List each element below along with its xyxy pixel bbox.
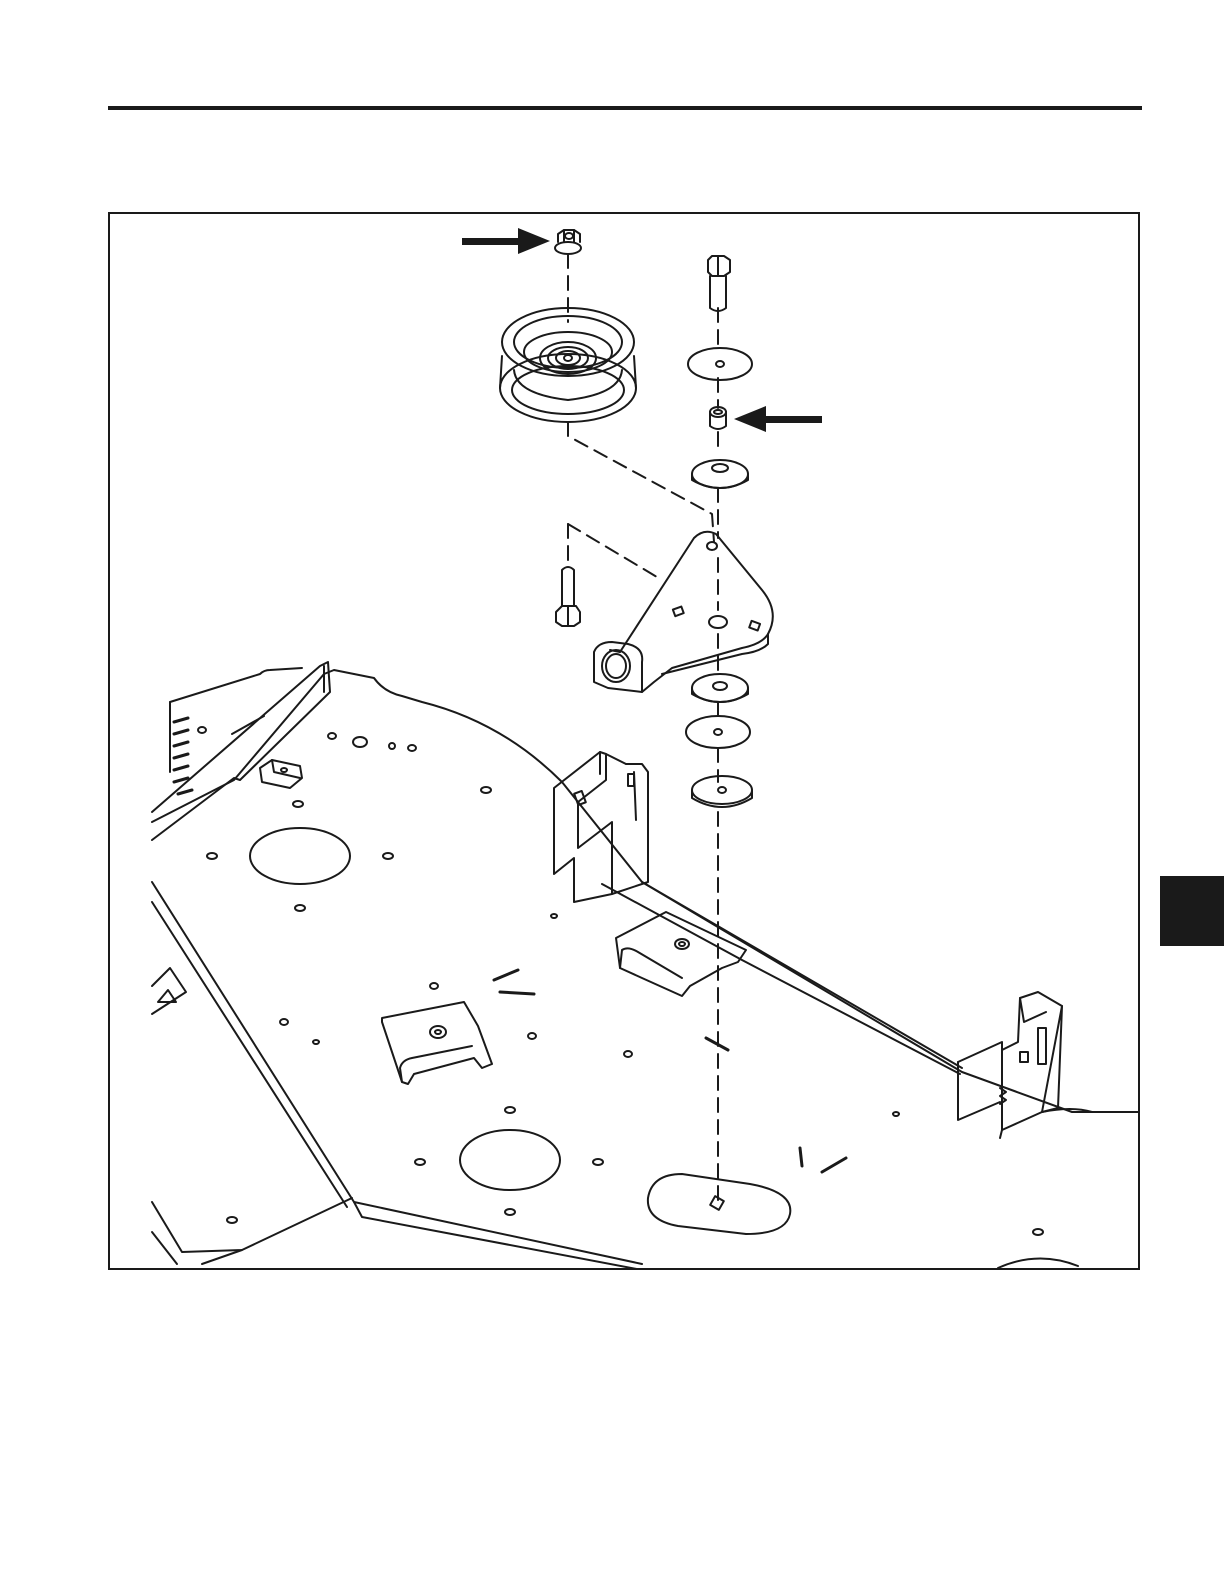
arrow-to-nut [462,228,550,254]
idler-arm-bracket [594,532,773,692]
arrow-to-spacer [734,406,822,432]
flat-washer [688,348,752,380]
exploded-diagram [110,214,1140,1268]
hex-flange-nut [555,230,581,254]
flat-washer [686,716,750,748]
spacer [710,407,726,429]
hex-bolt-pivot [556,567,580,626]
idler-pulley [500,308,636,422]
flat-washer [692,460,748,488]
hex-bolt-upper [708,256,730,311]
mower-deck [152,662,1140,1268]
flat-washer [692,776,752,807]
header-rule [108,106,1142,110]
section-tab [1160,876,1224,946]
figure-frame [108,212,1140,1270]
flat-washer [692,674,748,702]
